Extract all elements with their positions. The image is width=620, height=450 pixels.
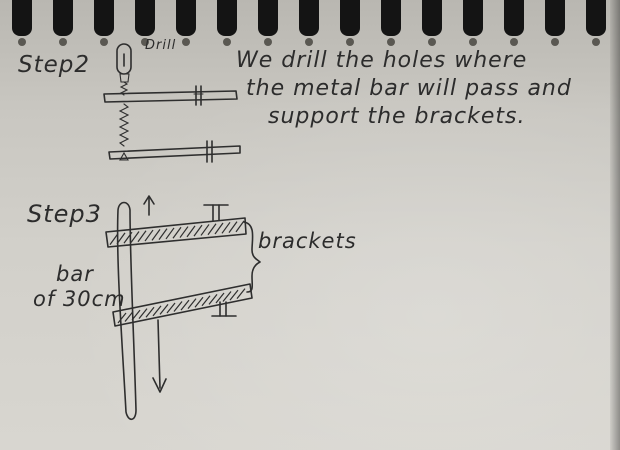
hatch-stroke <box>229 222 237 233</box>
drill-icon <box>117 44 131 95</box>
hatch-stroke <box>110 234 118 245</box>
hatch-stroke <box>167 303 175 313</box>
arrow-down-icon <box>153 320 166 392</box>
brackets-caption: brackets <box>258 229 357 253</box>
hatch-stroke <box>139 309 147 319</box>
hatch-stroke <box>201 224 209 235</box>
step2-heading: Step2 <box>18 52 90 78</box>
step2-note-line: the metal bar will pass and <box>246 76 572 101</box>
step2-note-line: We drill the holes where <box>236 48 527 73</box>
top-bracket <box>106 205 246 247</box>
hatch-stroke <box>131 231 139 242</box>
step3-heading: Step3 <box>27 200 102 228</box>
hatch-stroke <box>180 227 188 238</box>
hatch-stroke <box>222 222 230 233</box>
hatch-stroke <box>187 226 195 237</box>
lower-bracket-plank <box>109 141 240 162</box>
hatch-stroke <box>208 224 216 235</box>
step2-note-line: support the brackets. <box>268 104 526 129</box>
hatch-stroke <box>215 223 223 234</box>
bar-caption: bar <box>56 262 94 286</box>
hatch-stroke <box>146 307 154 317</box>
hatch-stroke <box>159 229 167 240</box>
hatch-stroke <box>181 300 189 310</box>
hatch-stroke <box>153 306 161 316</box>
hatch-stroke <box>166 228 174 239</box>
hatch-stroke <box>160 304 168 314</box>
hatch-stroke <box>223 292 231 302</box>
hatch-stroke <box>209 294 217 304</box>
hatch-stroke <box>202 296 210 306</box>
drill-path-spring <box>120 104 128 146</box>
hatch-stroke <box>230 290 238 300</box>
hatch-stroke <box>145 230 153 241</box>
hatch-stroke <box>138 231 146 242</box>
hatch-stroke <box>236 221 244 232</box>
hatch-stroke <box>237 289 245 299</box>
hatch-stroke <box>152 229 160 240</box>
hatch-stroke <box>195 297 203 307</box>
hatch-stroke <box>118 313 126 323</box>
hatch-stroke <box>188 299 196 309</box>
bottom-bracket <box>113 284 252 326</box>
hatch-stroke <box>194 225 202 236</box>
hatch-stroke <box>173 227 181 238</box>
arrow-up-icon <box>144 196 154 215</box>
drill-caption: Drill <box>145 38 176 53</box>
bar-length-caption: of 30cm <box>33 287 126 311</box>
hatch-stroke <box>125 312 133 322</box>
hatch-stroke <box>174 302 182 312</box>
